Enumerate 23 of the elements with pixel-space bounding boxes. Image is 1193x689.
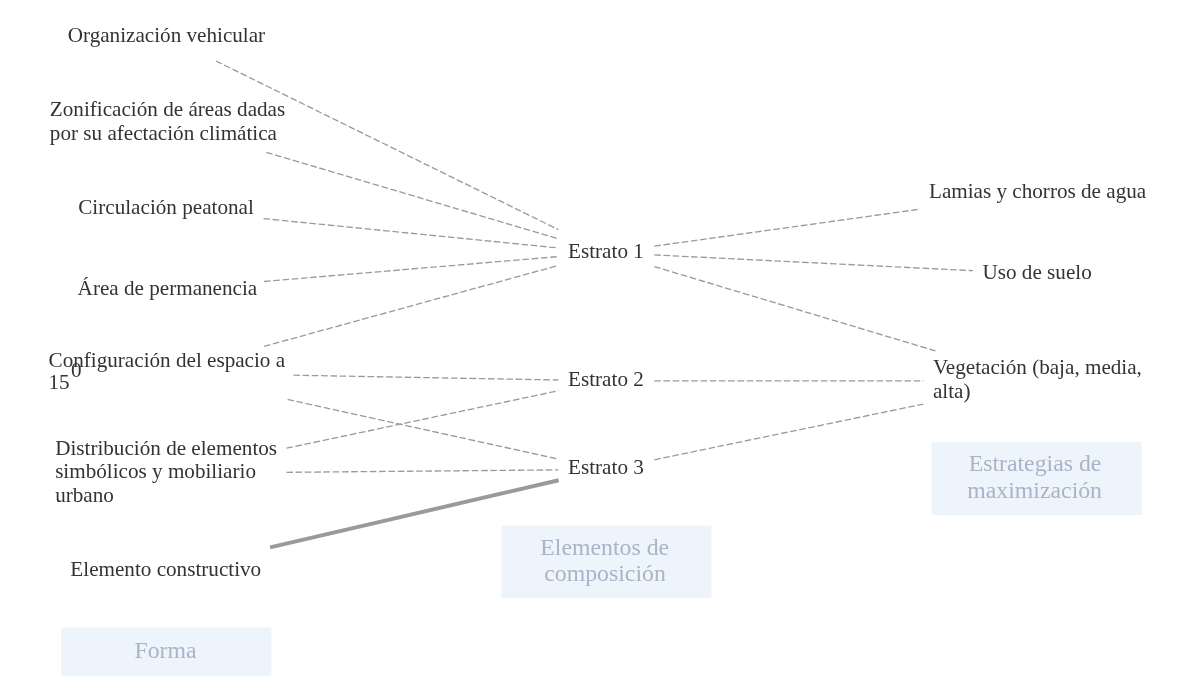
node-text: Uso de suelo: [982, 259, 1092, 284]
node-text: Vegetación (baja, media, alta): [932, 354, 1142, 403]
node-text: Circulación peatonal: [78, 195, 254, 220]
node-text: Estrato 1: [568, 238, 644, 263]
node-text: Distribución de elementos simbólicos y mobiliario urbano: [55, 435, 278, 508]
connector: [653, 265, 939, 353]
connector: [653, 208, 920, 247]
node-text: Lamias y chorros de agua: [928, 179, 1147, 204]
connector: [262, 217, 559, 249]
node-text: Área de permanencia: [77, 275, 258, 300]
node-text: Zonificación de áreas dadas por su afectación climática: [49, 97, 286, 145]
connector: [269, 478, 560, 550]
connector: [265, 151, 560, 240]
connector: [292, 374, 559, 381]
connector: [215, 60, 559, 231]
node-text: Estrato 2: [568, 366, 644, 391]
connector: [653, 254, 974, 272]
connector: [263, 255, 560, 283]
node-text: Organización vehicular: [67, 23, 266, 48]
connector: [653, 403, 925, 461]
connector: [285, 469, 560, 473]
node-text: Estrato 3: [568, 455, 644, 480]
node-text: Elemento constructivo: [70, 557, 262, 582]
